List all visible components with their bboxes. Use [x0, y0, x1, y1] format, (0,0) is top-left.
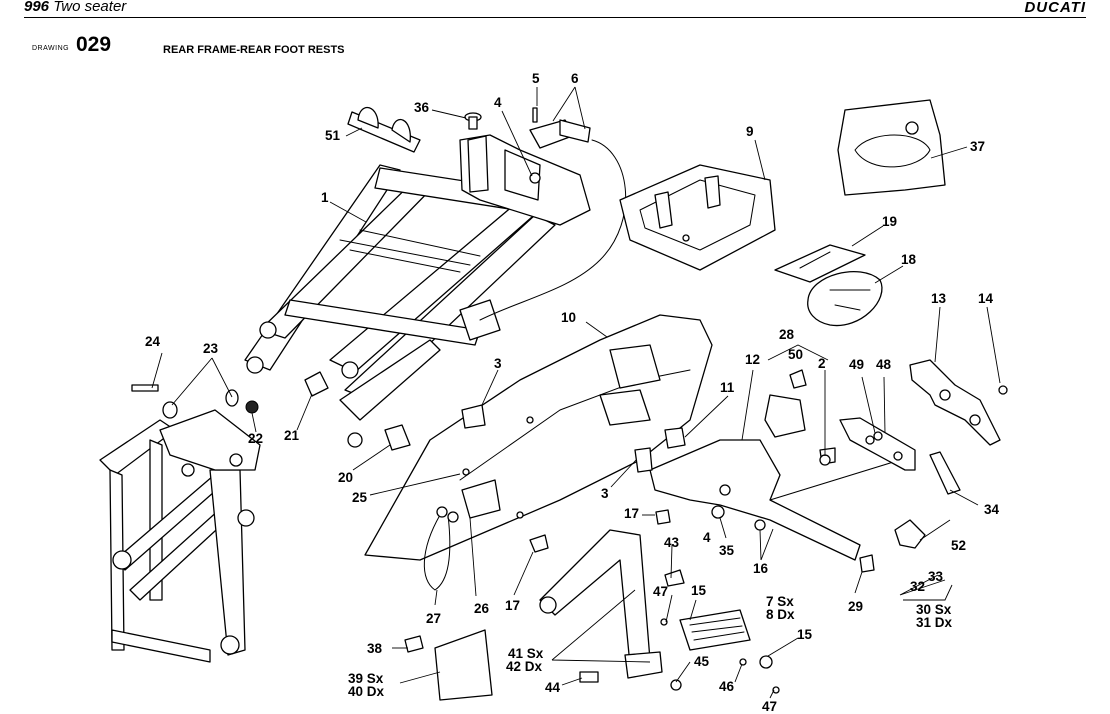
- part-label-8-dx: 8 Dx: [766, 607, 795, 622]
- part-label-42-dx: 42 Dx: [506, 659, 543, 674]
- heel-guard-part: [404, 629, 599, 701]
- model-title: 996 Two seater: [24, 0, 126, 15]
- part-label-33: 33: [928, 569, 944, 584]
- part-label-26: 26: [474, 601, 490, 616]
- part-label-25: 25: [352, 490, 368, 505]
- part-number-labels: 1 2 3 3 4 4 5 6 7 Sx 8 Dx 9 10 11 12 13 …: [145, 71, 1000, 714]
- part-label-36: 36: [414, 100, 430, 115]
- part-label-45: 45: [694, 654, 710, 669]
- part-label-27: 27: [426, 611, 441, 626]
- part-label-49: 49: [849, 357, 864, 372]
- rear-subframe-part: [244, 164, 556, 448]
- part-label-29: 29: [848, 599, 863, 614]
- part-label-15: 15: [797, 627, 813, 642]
- part-label-43: 43: [664, 535, 680, 550]
- part-label-44: 44: [545, 680, 561, 695]
- part-label-6: 6: [571, 71, 579, 86]
- leader-lines: [151, 86, 1001, 699]
- main-frame-part: [99, 409, 261, 663]
- silencer-bracket-part: [649, 369, 901, 561]
- part-label-2: 2: [818, 356, 826, 371]
- part-label-4: 4: [494, 95, 502, 110]
- part-label-1: 1: [321, 190, 329, 205]
- rubber-mount-part: [461, 404, 686, 473]
- part-label-38: 38: [367, 641, 383, 656]
- storage-tray-part: [619, 164, 776, 271]
- drawing-number: 029: [76, 33, 112, 56]
- part-label-7-sx: 7 Sx: [766, 594, 794, 609]
- part-label-16: 16: [753, 561, 769, 576]
- part-label-3: 3: [494, 356, 502, 371]
- part-label-23: 23: [203, 341, 219, 356]
- part-label-35: 35: [719, 543, 735, 558]
- model-name: Two seater: [53, 0, 127, 15]
- part-label-12: 12: [745, 352, 760, 367]
- footrest-holder-part: [909, 359, 1001, 446]
- part-label-19: 19: [882, 214, 897, 229]
- part-label-52: 52: [951, 538, 966, 553]
- model-number: 996: [24, 0, 50, 15]
- manual-part: [774, 244, 866, 283]
- part-label-37: 37: [970, 139, 985, 154]
- frame-main-body: [99, 99, 1008, 701]
- clip-part: [347, 107, 421, 153]
- part-label-20: 20: [338, 470, 353, 485]
- part-label-18: 18: [901, 252, 917, 267]
- part-label-30-sx: 30 Sx: [916, 602, 952, 617]
- tool-roll-part: [807, 271, 883, 327]
- part-label-24: 24: [145, 334, 161, 349]
- part-label-32: 32: [910, 579, 925, 594]
- part-label-13: 13: [931, 291, 947, 306]
- part-label-40-dx: 40 Dx: [348, 684, 385, 699]
- part-label-48: 48: [876, 357, 892, 372]
- cable-part: [423, 468, 501, 591]
- part-label-41-sx: 41 Sx: [508, 646, 544, 661]
- part-label-51: 51: [325, 128, 341, 143]
- part-label-47: 47: [762, 699, 777, 714]
- part-label-21: 21: [284, 428, 300, 443]
- part-label-15: 15: [691, 583, 707, 598]
- part-label-4: 4: [703, 530, 711, 545]
- part-label-34: 34: [984, 502, 1000, 517]
- part-label-17: 17: [505, 598, 520, 613]
- drawing-title: REAR FRAME-REAR FOOT RESTS: [163, 44, 345, 56]
- part-label-50: 50: [788, 347, 803, 362]
- part-label-46: 46: [719, 679, 735, 694]
- part-label-47: 47: [653, 584, 668, 599]
- part-label-11: 11: [720, 380, 735, 395]
- part-label-5: 5: [532, 71, 540, 86]
- tail-fairing-part: [364, 314, 713, 561]
- header: 996 Two seater DUCATI: [0, 0, 1110, 18]
- part-label-31-dx: 31 Dx: [916, 615, 953, 630]
- part-label-17: 17: [624, 506, 639, 521]
- footrest-swingarm-part: [539, 529, 773, 679]
- part-label-3: 3: [601, 486, 609, 501]
- part-label-10: 10: [561, 310, 576, 325]
- part-label-14: 14: [978, 291, 994, 306]
- part-label-9: 9: [746, 124, 754, 139]
- part-label-28: 28: [779, 327, 795, 342]
- header-rule: [24, 17, 1086, 18]
- seat-bracket-part: [459, 134, 591, 226]
- tool-bag-part: [837, 99, 946, 196]
- lock-part: [479, 107, 627, 321]
- part-label-22: 22: [248, 431, 263, 446]
- part-label-39-sx: 39 Sx: [348, 671, 384, 686]
- brand-logo: DUCATI: [1024, 0, 1086, 16]
- bracket-part: [839, 417, 961, 549]
- screw-part: [464, 112, 482, 130]
- drawing-label: DRAWING: [32, 45, 70, 52]
